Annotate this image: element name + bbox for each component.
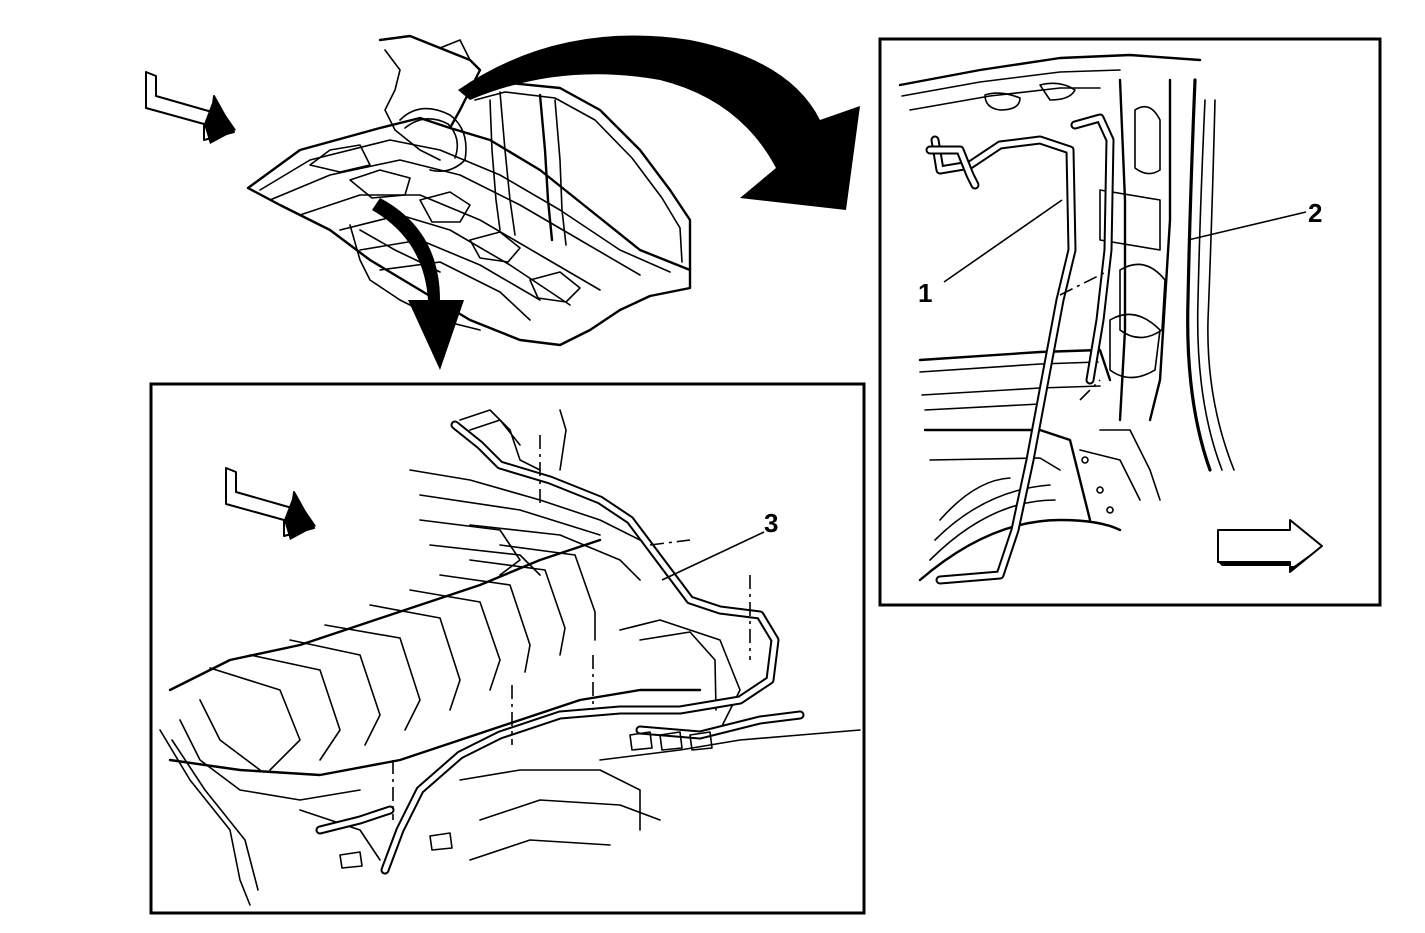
floor-inset-frame (149, 382, 866, 915)
zoom-curved-arrow-down (372, 198, 464, 370)
leader-line-2 (1187, 211, 1307, 241)
leader-line-3 (661, 531, 765, 581)
callout-2: 2 (1308, 198, 1322, 228)
view-direction-arrow-overview (145, 71, 236, 144)
callout-3: 3 (764, 508, 778, 538)
vehicle-overview (246, 34, 692, 347)
view-direction-arrow-pillar (1217, 519, 1323, 573)
view-direction-arrow-floor (225, 467, 316, 540)
zoom-curved-arrow-right (458, 35, 860, 210)
pillar-inset-frame (878, 37, 1382, 607)
floor-detail-inset: 3 (149, 382, 866, 915)
leader-line-1 (943, 199, 1063, 283)
pillar-detail-inset: 1 2 (878, 37, 1382, 607)
callout-1: 1 (918, 278, 932, 308)
